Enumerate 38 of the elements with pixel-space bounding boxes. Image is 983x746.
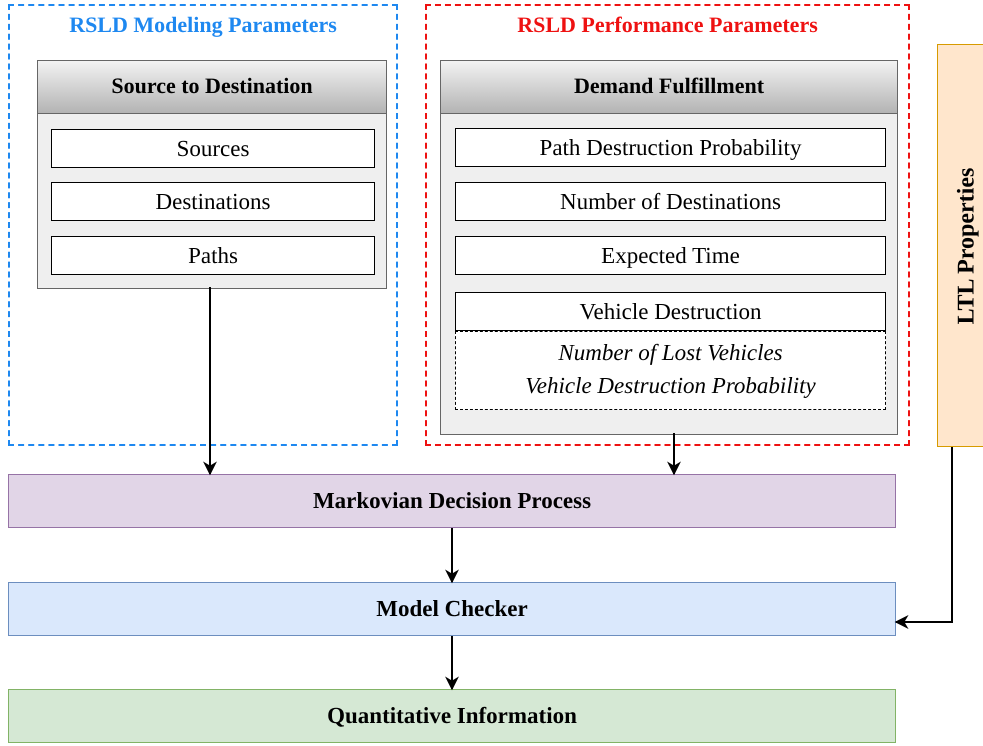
parameter-panel [440, 60, 898, 435]
process-box [8, 582, 896, 636]
dashed-group-frame [425, 4, 910, 446]
arrow [203, 287, 217, 476]
dashed-sub-box [455, 331, 886, 410]
panel-title: Demand Fulfillment [572, 73, 766, 99]
parameter-panel [37, 60, 387, 289]
box-label: Expected Time [600, 243, 741, 269]
parameter-box [51, 182, 375, 221]
panel-title: Source to Destination [110, 73, 314, 99]
box-label: Sources [176, 136, 250, 162]
arrow [445, 636, 459, 690]
parameter-box [455, 236, 886, 275]
arrow [667, 433, 681, 476]
parameter-box [455, 182, 886, 221]
box-label: Number of Lost Vehicles [557, 340, 784, 366]
parameter-box [51, 236, 375, 275]
box-label: Number of Destinations [558, 189, 782, 215]
parameter-box [455, 292, 886, 331]
process-box [8, 474, 896, 528]
process-box [8, 689, 896, 743]
group-title: RSLD Performance Parameters [516, 12, 819, 38]
box-label: Quantitative Information [326, 703, 578, 729]
parameter-box [51, 129, 375, 168]
box-label: Path Destruction Probability [538, 135, 802, 161]
box-label: Destinations [154, 189, 272, 215]
box-label: Vehicle Destruction [578, 299, 763, 325]
box-label: Markovian Decision Process [312, 488, 592, 514]
box-label: Model Checker [375, 596, 529, 622]
group-title: RSLD Modeling Parameters [68, 12, 338, 38]
parameter-box [455, 128, 886, 167]
properties-box [937, 44, 983, 447]
box-label: Vehicle Destruction Probability [524, 373, 817, 399]
arrow [894, 447, 953, 629]
box-label: LTL Properties [954, 167, 980, 324]
arrow [445, 528, 459, 584]
dashed-group-frame [8, 4, 398, 446]
box-label: Paths [187, 243, 239, 269]
